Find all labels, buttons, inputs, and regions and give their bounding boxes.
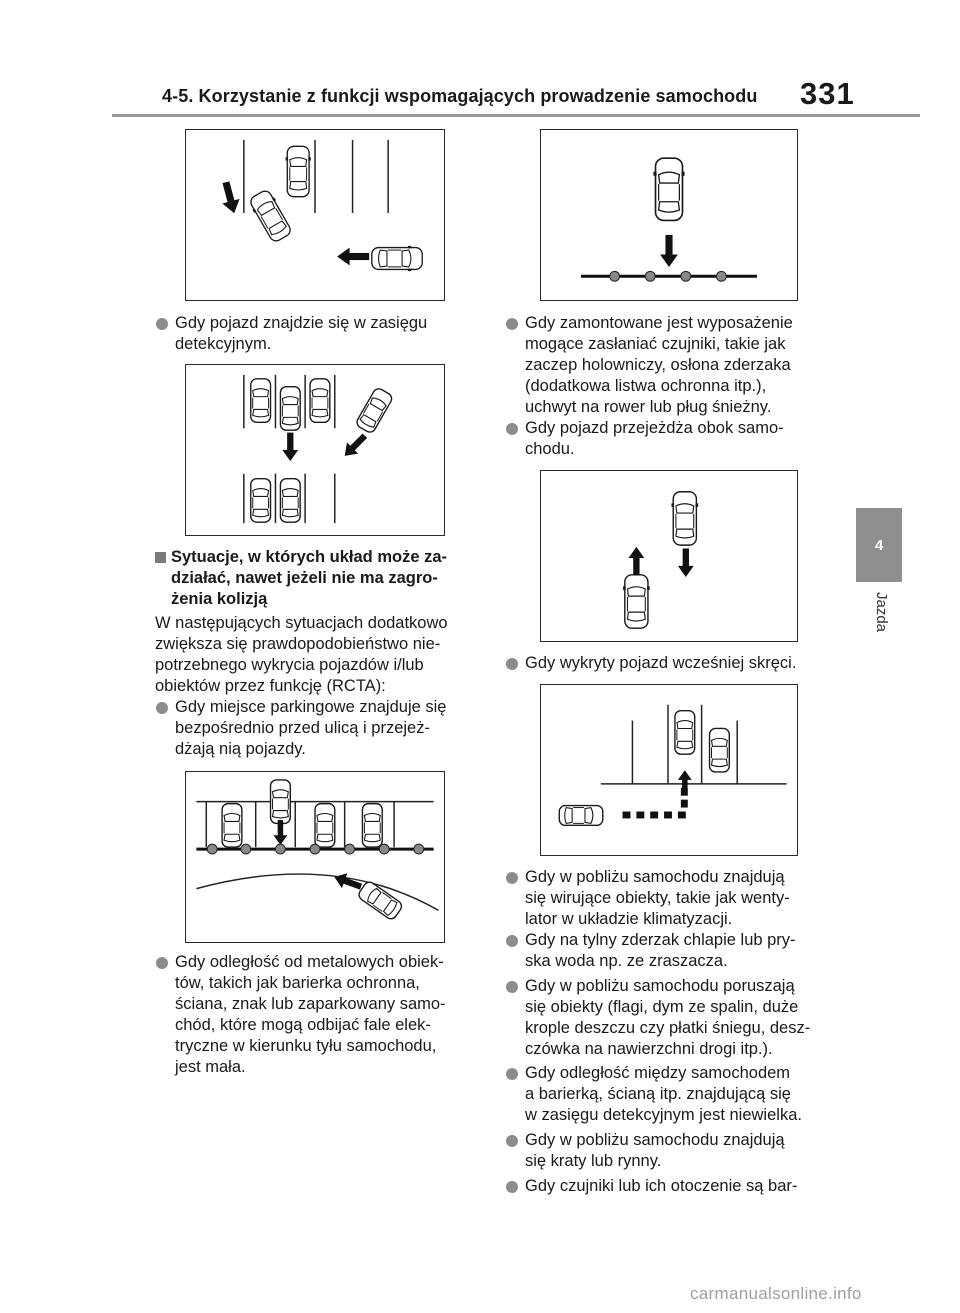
- figure-passing-vehicle: [540, 470, 798, 642]
- car-top-view-icon: [246, 187, 295, 245]
- car-top-view-icon: [221, 802, 243, 848]
- car-top-view-icon: [250, 477, 272, 523]
- direction-arrow-icon: [282, 432, 299, 462]
- car-top-view-icon: [558, 804, 604, 827]
- direction-arrow-icon: [660, 234, 678, 267]
- left-bullet-1: Gdy pojazd znajdzie się w zasięgu detekc…: [155, 313, 485, 355]
- right-bullet-5: Gdy na tylny zderzak chlapie lub pry- sk…: [505, 930, 855, 972]
- car-top-view-icon: [279, 386, 301, 431]
- figure-turning-vehicle: [540, 684, 798, 856]
- direction-arrow-icon: [217, 179, 243, 216]
- chapter-label: Jazda: [873, 592, 890, 633]
- direction-arrow-icon: [628, 546, 645, 576]
- direction-arrow-icon: [337, 247, 370, 266]
- left-bullet-3: Gdy odległość od metalowych obiek- tów, …: [155, 952, 505, 1078]
- figure-tow-hitch: [540, 129, 798, 301]
- car-top-view-icon: [674, 710, 696, 755]
- figure-parking-rows: [185, 364, 445, 536]
- car-top-view-icon: [284, 145, 312, 198]
- right-bullet-4: Gdy w pobliżu samochodu znajdują się wir…: [505, 867, 855, 930]
- car-top-view-icon: [314, 802, 336, 848]
- header-title: 4-5. Korzystanie z funkcji wspomagającyc…: [162, 86, 758, 106]
- right-bullet-6: Gdy w pobliżu samochodu poruszają się ob…: [505, 976, 865, 1060]
- direction-arrow-icon: [339, 430, 371, 462]
- car-top-view-icon: [361, 802, 383, 848]
- right-bullet-3: Gdy wykryty pojazd wcześniej skręci.: [505, 653, 855, 674]
- car-top-view-icon: [309, 378, 331, 424]
- right-bullet-7: Gdy odległość między samochodem a barier…: [505, 1063, 855, 1126]
- figure-detection-range: [185, 129, 445, 301]
- right-bullet-9: Gdy czujniki lub ich otoczenie są bar-: [505, 1176, 855, 1197]
- car-top-view-icon: [279, 477, 301, 523]
- car-top-view-icon: [708, 727, 730, 773]
- car-top-view-icon: [250, 378, 272, 424]
- section-heading: Sytuacje, w których układ może za- dział…: [155, 547, 491, 610]
- chapter-tab[interactable]: 4: [856, 508, 902, 582]
- direction-arrow-icon: [677, 770, 692, 796]
- right-bullet-1: Gdy zamontowane jest wyposażenie mogące …: [505, 313, 855, 418]
- figure-street-parking: [185, 771, 445, 943]
- right-bullet-2: Gdy pojazd przejeżdża obok samo- chodu.: [505, 418, 855, 460]
- watermark[interactable]: carmanualsonline.info: [690, 1284, 862, 1303]
- direction-arrow-icon: [677, 548, 694, 577]
- car-top-view-icon: [269, 779, 291, 825]
- car-top-view-icon: [652, 157, 686, 222]
- car-top-view-icon: [371, 245, 423, 272]
- car-top-view-icon: [354, 386, 395, 435]
- car-top-view-icon: [670, 491, 699, 546]
- car-top-view-icon: [622, 574, 651, 629]
- left-bullet-2: Gdy miejsce parkingowe znajduje się bezp…: [155, 697, 495, 760]
- intro-paragraph: W następujących sytuacjach dodatkowo zwi…: [155, 614, 448, 695]
- header-rule: [112, 114, 920, 117]
- direction-arrow-icon: [331, 869, 364, 895]
- page-number: 331: [800, 76, 855, 111]
- right-bullet-8: Gdy w pobliżu samochodu znajdują się kra…: [505, 1130, 855, 1172]
